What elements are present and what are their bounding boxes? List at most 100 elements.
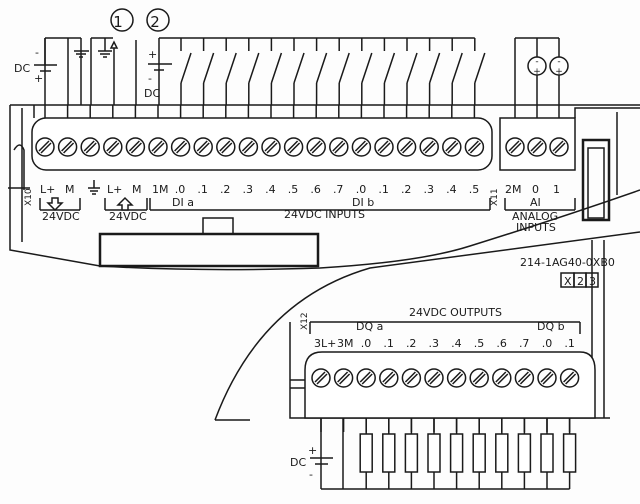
input-terminal-screw	[35, 137, 55, 157]
x10-label: X10	[24, 188, 34, 206]
bottom-tab	[98, 232, 320, 268]
input-terminal-screw	[374, 137, 394, 157]
di-common-1m: 1M	[152, 183, 169, 196]
output-terminal-screw	[492, 368, 512, 388]
dib-terminal-label: .1	[378, 183, 389, 196]
callout-1-circle	[110, 8, 134, 32]
x10-terminal-m-1: M	[65, 183, 75, 196]
output-terminal-screw	[424, 368, 444, 388]
current-source-minus: -	[535, 57, 538, 67]
dq-terminal-3lplus: 3L+	[314, 337, 336, 350]
load-resistor-icon	[517, 433, 532, 473]
input-terminal-screw	[283, 137, 304, 157]
output-dc-minus: -	[309, 468, 313, 481]
dqa-terminal-label: .0	[361, 337, 372, 350]
dqa-group-label: DQ a	[356, 320, 383, 333]
input-switch-contact	[451, 52, 463, 84]
dib-terminal-label: .4	[446, 183, 457, 196]
input-terminal-screw	[351, 137, 372, 157]
output-terminal-screw	[537, 368, 557, 388]
dia-terminal-label: .1	[197, 183, 208, 196]
input-terminal-screw	[261, 137, 281, 157]
dqa-terminal-label: .1	[383, 337, 394, 350]
top-dc-plus: +	[34, 72, 43, 85]
arrow-down-icon	[46, 197, 64, 212]
ai-group-label: AI	[530, 196, 541, 209]
input-terminal-screw	[125, 137, 146, 157]
version-box-3: 3	[589, 275, 596, 288]
ai-terminal-2m: 2M	[505, 183, 522, 196]
ai-terminal-1: 1	[553, 183, 560, 196]
dq-terminal-3m: 3M	[337, 337, 354, 350]
input-terminal-screw	[396, 137, 417, 157]
input-terminal-screw	[57, 137, 78, 157]
side-latch	[581, 138, 611, 222]
x10-terminal-lplus-1: L+	[40, 183, 55, 196]
dqa-terminal-label: .5	[474, 337, 485, 350]
load-resistor-icon	[449, 433, 464, 473]
output-terminal-screw	[379, 368, 399, 388]
load-resistor-icon	[427, 433, 441, 473]
output-terminal-screw	[514, 368, 535, 388]
dia-terminal-label: .4	[265, 183, 276, 196]
input-switch-contact	[180, 52, 192, 84]
input-terminal-screw	[238, 137, 259, 157]
dib-terminal-label: .2	[401, 183, 412, 196]
output-terminal-screw	[356, 368, 376, 388]
output-terminal-screw	[333, 368, 354, 388]
input-switch-contact	[293, 52, 305, 84]
input-switch-contact	[225, 52, 237, 84]
input-switch-contact	[383, 52, 396, 84]
dib-terminal-label: .3	[424, 183, 435, 196]
ai-section-label-2: INPUTS	[516, 221, 556, 234]
load-resistor-icon	[472, 433, 486, 473]
dqb-terminal-label: .1	[564, 337, 575, 350]
input-terminal-screw	[306, 137, 326, 157]
load-resistor-icon	[540, 433, 554, 473]
input-dc-label: DC	[144, 87, 160, 100]
dynamic-layer: -+-+.0.1.2.3.4.5.6.7.0.1.2.3.4.5.0.1.2.3…	[34, 37, 581, 490]
dia-terminal-label: .6	[310, 183, 321, 196]
dia-terminal-label: .5	[288, 183, 299, 196]
current-source-minus: -	[557, 57, 560, 67]
input-terminal-screw	[103, 137, 123, 157]
load-resistor-icon	[382, 433, 396, 473]
current-source-plus: +	[533, 67, 541, 77]
analog-terminal-screw	[527, 137, 547, 157]
version-box-2: 2	[577, 275, 584, 288]
dia-terminal-label: .3	[243, 183, 254, 196]
dqa-terminal-label: .6	[496, 337, 507, 350]
load-resistor-icon	[404, 433, 419, 473]
input-terminal-screw	[80, 137, 100, 157]
dqa-terminal-label: .3	[429, 337, 440, 350]
input-switch-contact	[428, 52, 441, 84]
input-switch-contact	[315, 52, 328, 84]
dib-terminal-label: .0	[356, 183, 367, 196]
input-terminal-screw	[193, 137, 213, 157]
ai-section-label-1: ANALOG	[512, 210, 558, 223]
dia-terminal-label: .2	[220, 183, 231, 196]
load-resistor-icon	[495, 433, 509, 473]
x12-label: X12	[300, 312, 310, 330]
ai-terminal-0: 0	[532, 183, 539, 196]
arrow-up-icon	[116, 196, 134, 211]
x10-group-label-2: 24VDC	[109, 210, 147, 223]
callout-1: 1	[113, 13, 123, 31]
output-terminal-screw	[311, 368, 331, 388]
input-dc-plus: +	[148, 48, 157, 61]
version-boxes: X 2 3	[560, 272, 599, 288]
input-switch-contact	[270, 52, 283, 84]
input-switch-contact	[406, 52, 418, 84]
input-switch-contact	[202, 52, 215, 84]
input-switch-contact	[248, 52, 260, 84]
dib-terminal-label: .5	[469, 183, 480, 196]
dia-group-label: DI a	[172, 196, 194, 209]
x10-group-label-1: 24VDC	[42, 210, 80, 223]
part-number: 214-1AG40-0XB0	[520, 256, 615, 269]
output-dc-plus: +	[308, 444, 317, 457]
output-terminal-screw	[446, 368, 467, 388]
output-terminal-screw	[401, 368, 422, 388]
di-section-label: 24VDC INPUTS	[284, 208, 365, 221]
